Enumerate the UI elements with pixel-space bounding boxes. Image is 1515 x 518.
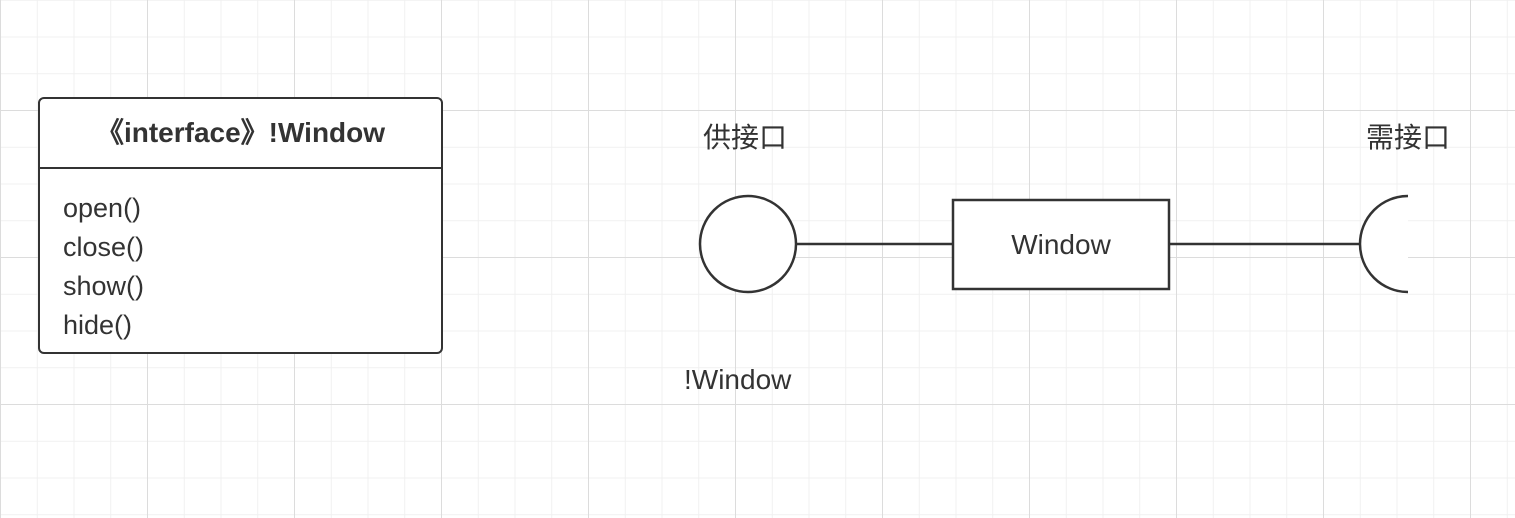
operation-item: show() bbox=[63, 271, 145, 301]
provided-interface-circle[interactable] bbox=[698, 194, 798, 294]
component-name: Window bbox=[1011, 228, 1111, 260]
component-box[interactable] bbox=[951, 198, 1171, 291]
provided-interface-caption: 供接口 bbox=[703, 122, 788, 153]
operation-item: close() bbox=[63, 232, 145, 262]
required-interface-caption: 需接口 bbox=[1366, 122, 1451, 153]
interface-class-box[interactable]: 《interface》!Window open() close() show()… bbox=[38, 97, 443, 354]
operation-item: open() bbox=[63, 193, 142, 223]
required-interface-socket[interactable] bbox=[1358, 194, 1409, 294]
interface-class-header: 《interface》!Window bbox=[40, 99, 441, 169]
operation-item: hide() bbox=[63, 310, 133, 340]
interface-class-title: 《interface》!Window bbox=[95, 117, 386, 148]
operation-list: open() close() show() hide() bbox=[40, 169, 441, 345]
provided-interface-name: !Window bbox=[684, 364, 792, 395]
